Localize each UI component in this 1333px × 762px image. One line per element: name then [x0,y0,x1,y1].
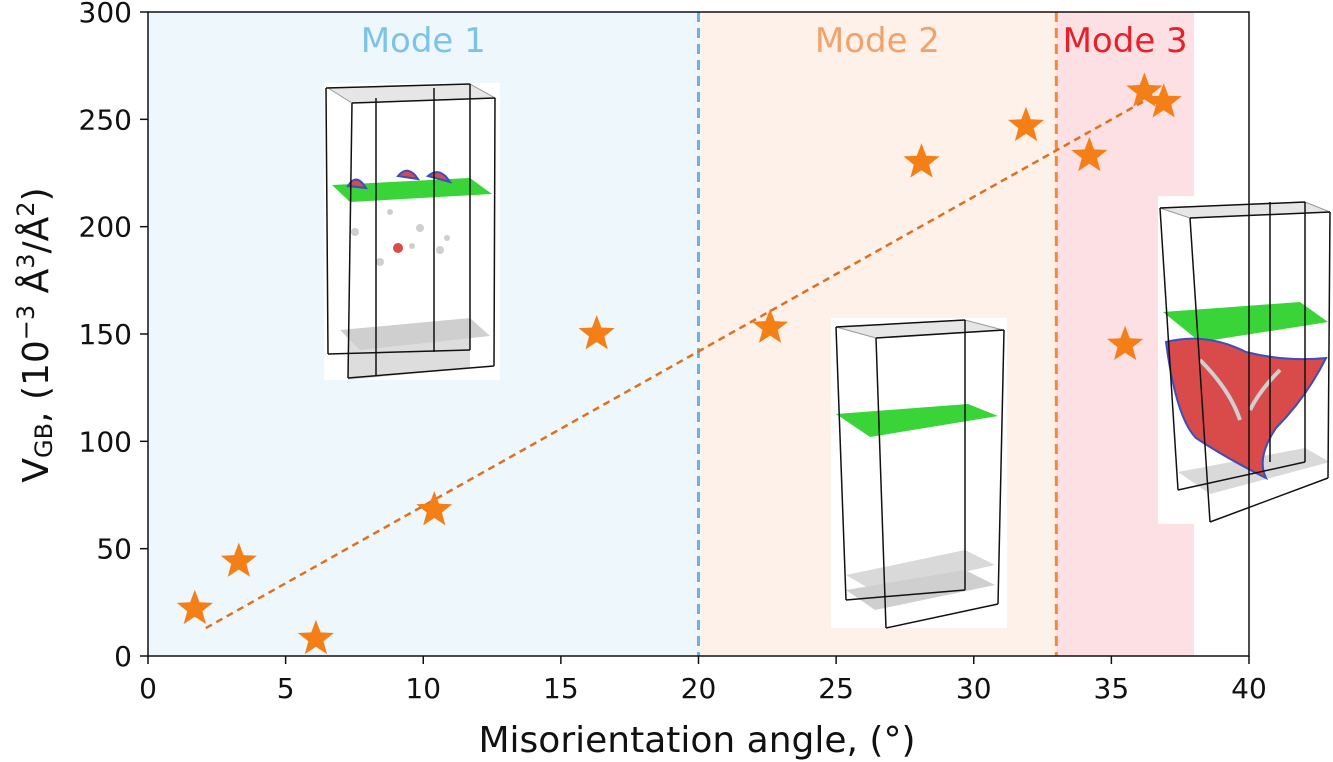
y-axis-ticks: 0 50 100 150 200 250 300 [79,0,148,673]
x-tick-label: 35 [1094,672,1130,705]
data-point-9 [1071,136,1108,172]
mode-regions [148,12,1194,656]
x-axis-ticks: 0 5 10 15 20 25 30 35 40 [139,656,1267,705]
y-axis-title: VGB, (10−3 Å3/Å2) [12,187,58,482]
x-tick-label: 20 [681,672,717,705]
y-axis-title-unit-exp: 3 [12,253,40,268]
x-tick-label: 0 [139,672,157,705]
mode-label-2: Mode 2 [815,21,940,61]
y-axis-title-tail: /Å [14,216,57,253]
y-tick-label: 50 [96,533,132,566]
data-point-11 [1126,72,1163,107]
data-point-6 [752,308,789,343]
x-tick-label: 5 [277,672,295,705]
y-tick-label: 250 [79,103,132,136]
y-tick-label: 300 [79,0,132,29]
inset-mode-1 [324,83,500,380]
y-axis-title-tail-exp: 2 [12,201,40,216]
data-point-2 [220,542,257,577]
data-point-1 [176,589,213,625]
x-tick-label: 25 [818,672,854,705]
y-axis-title-close: ) [16,187,57,201]
y-tick-label: 200 [79,211,132,244]
x-tick-label: 30 [956,672,992,705]
data-points [176,72,1182,655]
data-point-10 [1107,325,1144,361]
y-tick-label: 100 [79,425,132,458]
data-point-12 [1145,83,1182,118]
y-axis-title-sub: GB [30,423,58,458]
trendline-segment [205,96,1151,630]
inset-mode-3 [1158,196,1333,524]
y-tick-label: 0 [114,640,132,673]
x-tick-label: 40 [1231,672,1267,705]
inset-mode-2 [831,318,1007,629]
x-axis-title: Misorientation angle, (°) [478,720,915,761]
mode-label-1: Mode 1 [361,21,486,61]
y-tick-label: 150 [79,318,132,351]
data-point-8 [1008,106,1045,142]
data-point-7 [903,143,940,178]
y-axis-title-unit: Å [14,268,57,304]
mode-label-3: Mode 3 [1063,21,1188,61]
trendline [205,96,1151,630]
mode-boundaries [697,12,1058,656]
x-tick-label: 15 [543,672,579,705]
data-point-3 [297,619,334,655]
y-axis-title-main: V [16,458,57,483]
mode-labels: Mode 1 Mode 2 Mode 3 [361,21,1188,61]
data-point-5 [578,315,615,350]
x-tick-label: 10 [405,672,441,705]
data-point-4 [416,491,453,526]
y-axis-title-rest: , (10 [16,340,57,423]
y-axis-title-exp: −3 [12,305,40,340]
